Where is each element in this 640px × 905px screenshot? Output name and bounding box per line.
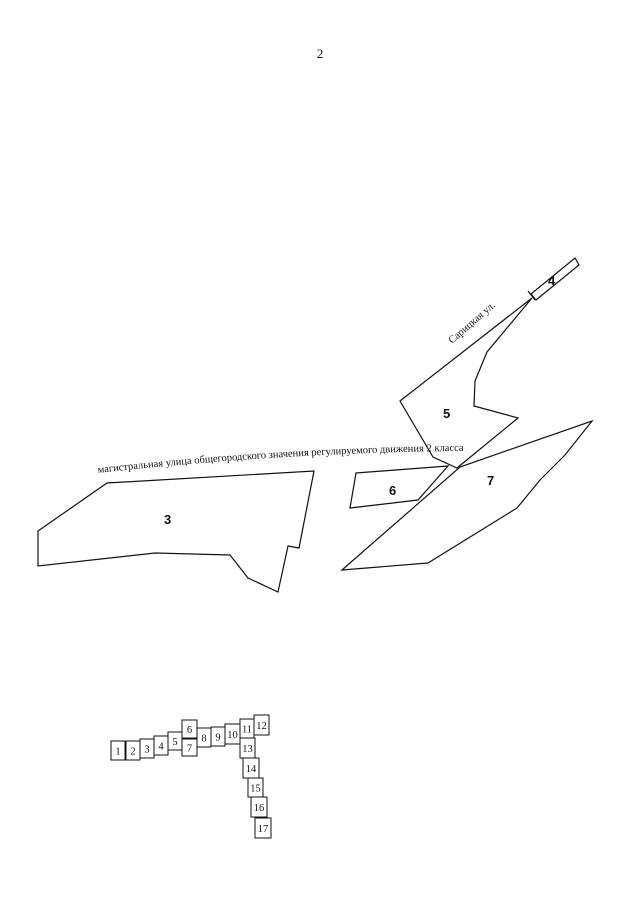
page-number: 2 [316,46,324,61]
parcel-7-label: 7 [487,473,494,488]
sheet-label-13: 13 [242,744,253,755]
sheet-label-3: 3 [144,745,149,756]
sheet-label-7: 7 [187,744,192,755]
saritskaya-street-label: Сарицкая ул. [447,300,498,346]
sheet-label-9: 9 [215,733,220,744]
sheet-label-16: 16 [254,803,265,814]
sheet-label-1: 1 [115,747,120,758]
sheet-label-6: 6 [187,725,192,736]
sheet-label-12: 12 [256,721,267,732]
parcel-6-outline [349,465,450,509]
parcel-3-outline [37,470,315,593]
main-street-label: магистральная улица общегородского значе… [97,443,464,476]
parcel-7-outline [340,419,594,571]
parcel-4-outline [530,257,580,301]
sheet-box-17 [254,817,272,839]
parcel-5-label: 5 [443,406,450,421]
sheet-label-11: 11 [242,725,252,736]
parcel-6-label: 6 [389,483,396,498]
sheet-label-17: 17 [258,824,269,835]
sheet-label-15: 15 [250,784,261,795]
sheet-label-4: 4 [158,742,164,753]
sheet-box-1 [110,740,126,761]
parcel-3-label: 3 [164,512,171,527]
parcel-4-label: 4 [548,273,556,288]
sheet-box-16 [250,796,268,818]
sheet-label-5: 5 [172,737,177,748]
parcel-4-divider [527,290,536,301]
sheet-label-10: 10 [227,730,238,741]
sheet-label-2: 2 [130,747,135,758]
sheet-label-8: 8 [201,734,206,745]
sheet-label-14: 14 [246,764,257,775]
parcel-5-outline [399,297,533,469]
sheet-box-12 [253,714,270,736]
